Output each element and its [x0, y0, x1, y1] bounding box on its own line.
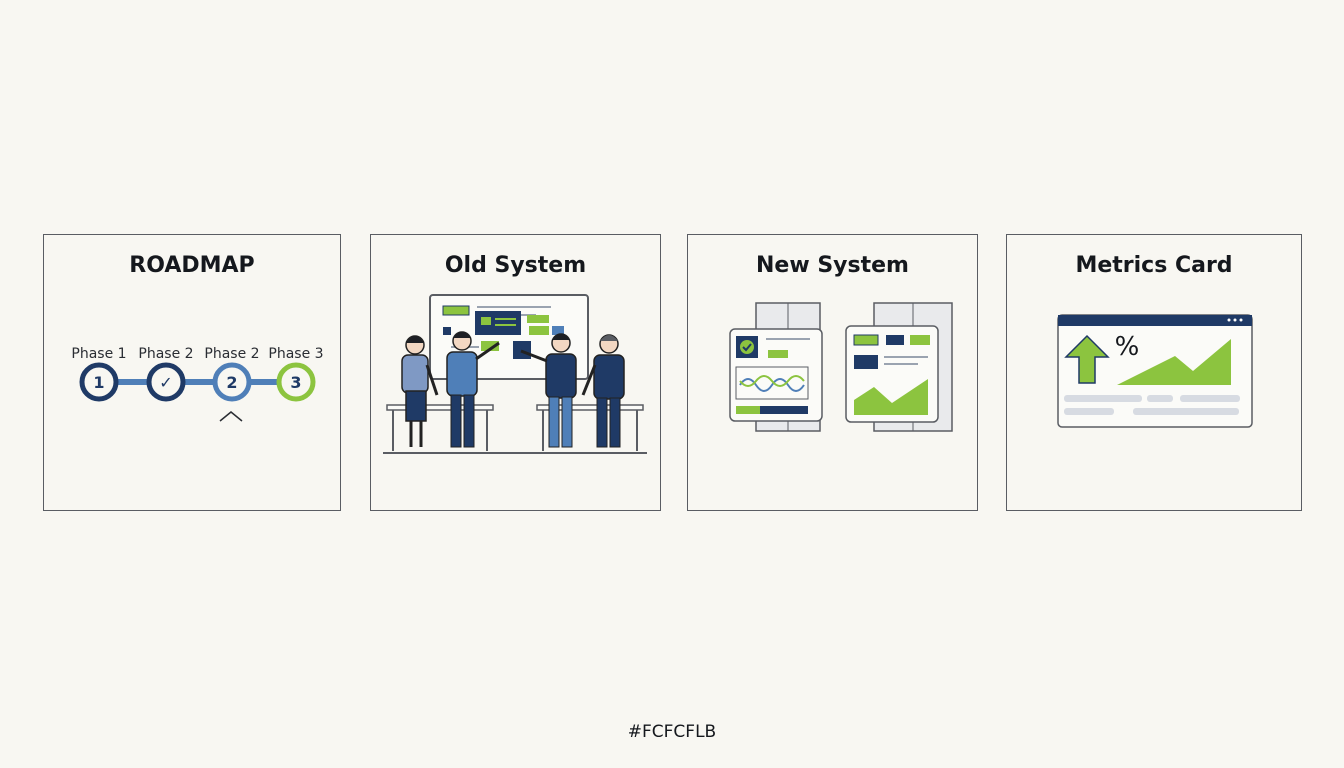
new-system-title: New System	[756, 253, 909, 278]
phase-1-marker[interactable]: 1	[79, 362, 119, 402]
new-system-panel: New System	[687, 234, 978, 511]
team-at-whiteboard-illustration	[383, 294, 647, 454]
check-icon	[742, 343, 752, 352]
roadmap-panel: ROADMAP Phase 1 Phase 2 Phase 2 Phase 3 …	[43, 234, 341, 511]
trend-area-chart	[1117, 339, 1231, 385]
phase-label: Phase 3	[268, 346, 323, 362]
phase-label: Phase 2	[204, 346, 259, 362]
phase-2-marker[interactable]: ✓	[146, 362, 186, 402]
metrics-card-panel: Metrics Card %	[1006, 234, 1302, 511]
person-figure	[581, 334, 625, 448]
phase-current-marker[interactable]: 2	[212, 362, 252, 402]
roadmap-timeline: Phase 1 Phase 2 Phase 2 Phase 3 1 ✓ 2 3	[71, 346, 324, 422]
phase-label: Phase 2	[138, 346, 193, 362]
person-figure	[446, 331, 500, 448]
roadmap-title: ROADMAP	[129, 253, 255, 278]
card-header-bar	[1058, 315, 1252, 326]
metrics-card-title: Metrics Card	[1075, 253, 1233, 278]
check-icon: ✓	[159, 373, 172, 392]
svg-text:2: 2	[226, 373, 237, 392]
svg-text:3: 3	[290, 373, 301, 392]
metrics-card-illustration: %	[1057, 314, 1253, 428]
phase-label: Phase 1	[71, 346, 126, 362]
svg-text:1: 1	[93, 373, 104, 392]
server-dashboards-illustration	[729, 302, 953, 432]
current-phase-caret-icon	[219, 411, 243, 422]
percent-symbol: %	[1115, 332, 1140, 362]
old-system-panel: Old System	[370, 234, 661, 511]
person-figure	[520, 333, 577, 448]
old-system-title: Old System	[444, 253, 587, 278]
phase-3-marker[interactable]: 3	[276, 362, 316, 402]
footer-code: #FCFCFLB	[627, 722, 717, 742]
person-figure	[401, 335, 439, 447]
arrow-up-icon	[1064, 334, 1110, 384]
